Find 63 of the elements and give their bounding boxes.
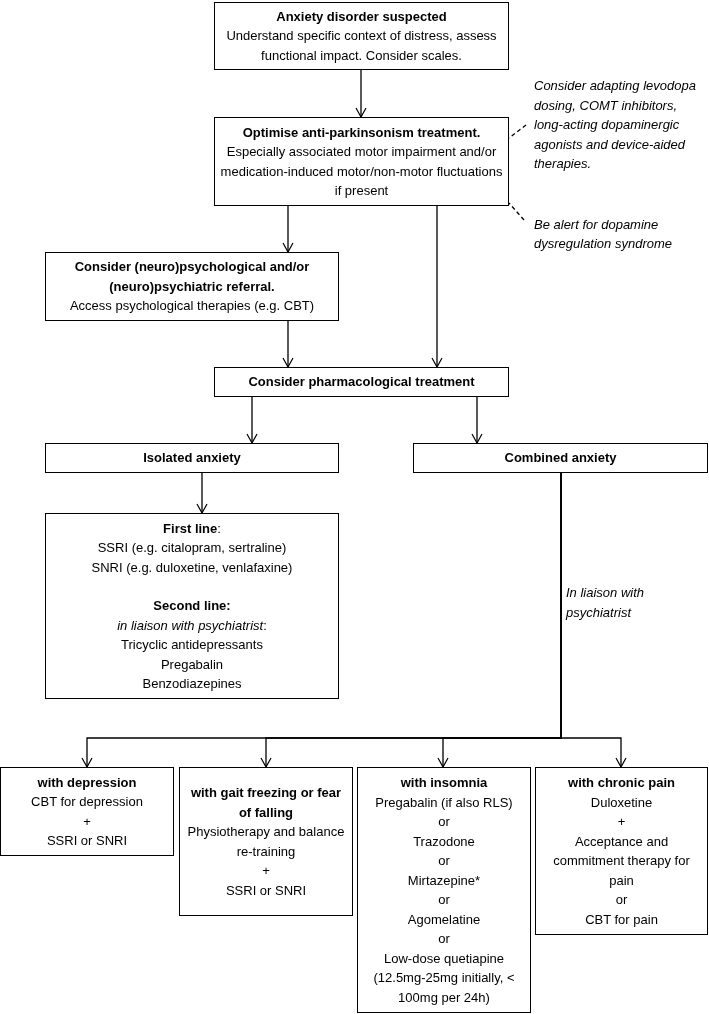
body-text: Be alert for dopamine dysregulation syndrome (534, 215, 674, 253)
body-text: Understand specific context of distress, assess functional impact. Consider scales. (225, 27, 498, 65)
arrow (196, 472, 208, 514)
treatment-box (357, 767, 531, 1013)
leader-line (508, 124, 527, 139)
body-text: Consider adapting levodopa dosing, COMT inhibitors, long-acting dopaminergic agonists and device-aided therapies. (534, 77, 696, 174)
process-box (413, 443, 708, 473)
body-text: SSRI or SNRI (46, 832, 128, 850)
treatment-box (0, 767, 174, 856)
body-text: Access psychological therapies (e.g. CBT) (69, 297, 315, 316)
heading-text: Anxiety disorder suspected (276, 7, 447, 26)
body-text: or (615, 891, 628, 909)
body-text: SSRI or SNRI (225, 881, 307, 900)
treatment-box (179, 767, 353, 916)
heading-text: Consider (neuro)psychological and/or (neuro)psychiatric referral. (73, 258, 311, 296)
body-text: in liaison with psychiatrist: (117, 616, 267, 635)
arrow (560, 472, 627, 768)
body-text: Especially associated motor impairment and/or medication-induced motor/non-motor fluctuations if present (219, 143, 504, 200)
leader-line (508, 202, 525, 221)
body-text: + (617, 813, 626, 831)
arrow (282, 205, 294, 253)
body-text: Low-dose quetiapine (12.5mg-25mg initially, < 100mg per 24h) (372, 949, 516, 1007)
body-text: Tricyclic antidepressants (121, 636, 263, 654)
arrow (246, 396, 258, 444)
heading-text: with depression (37, 773, 137, 792)
body-text: SNRI (e.g. duloxetine, venlafaxine) (91, 558, 293, 577)
body-text: Isolated anxiety (143, 449, 241, 468)
body-text: or (438, 891, 450, 909)
body-text: Mirtazepine* (407, 871, 481, 890)
heading-text: with gait freezing or fear of falling (189, 784, 343, 822)
body-text: Agomelatine (407, 910, 481, 929)
treatment-box (535, 767, 708, 935)
heading-text: with insomnia (400, 774, 488, 792)
treatment-box (45, 513, 339, 699)
arrow (471, 396, 483, 444)
body-text: CBT for depression (31, 793, 143, 811)
body-text: Consider pharmacological treatment (248, 373, 475, 392)
body-text: or (438, 813, 450, 831)
body-text: Second line: (153, 597, 231, 615)
heading-text: Optimise anti-parkinsonism treatment. (242, 123, 481, 142)
body-text: Physiotherapy and balance re-training (186, 823, 346, 861)
arrow (431, 205, 443, 368)
process-box (45, 252, 339, 321)
body-text: Duloxetine (590, 793, 653, 812)
body-text: SSRI (e.g. citalopram, sertraline) (97, 539, 287, 557)
body-text: or (438, 852, 450, 870)
arrow (355, 69, 367, 118)
body-text: Combined anxiety (504, 449, 617, 468)
process-box (214, 2, 509, 70)
body-text: Benzodiazepines (142, 675, 242, 693)
arrow (282, 320, 294, 368)
heading-text: First line: (163, 519, 221, 538)
body-text: Pregabalin (160, 655, 224, 674)
heading-text: with chronic pain (568, 774, 675, 792)
body-text: or (438, 930, 450, 948)
process-box (45, 443, 339, 473)
body-text: + (262, 862, 270, 880)
process-box (214, 367, 509, 397)
body-text: + (83, 812, 91, 831)
body-text: Trazodone (413, 832, 475, 851)
body-text: Pregabalin (if also RLS) (375, 793, 513, 812)
process-box (214, 117, 509, 206)
body-text: CBT for pain (585, 910, 658, 929)
